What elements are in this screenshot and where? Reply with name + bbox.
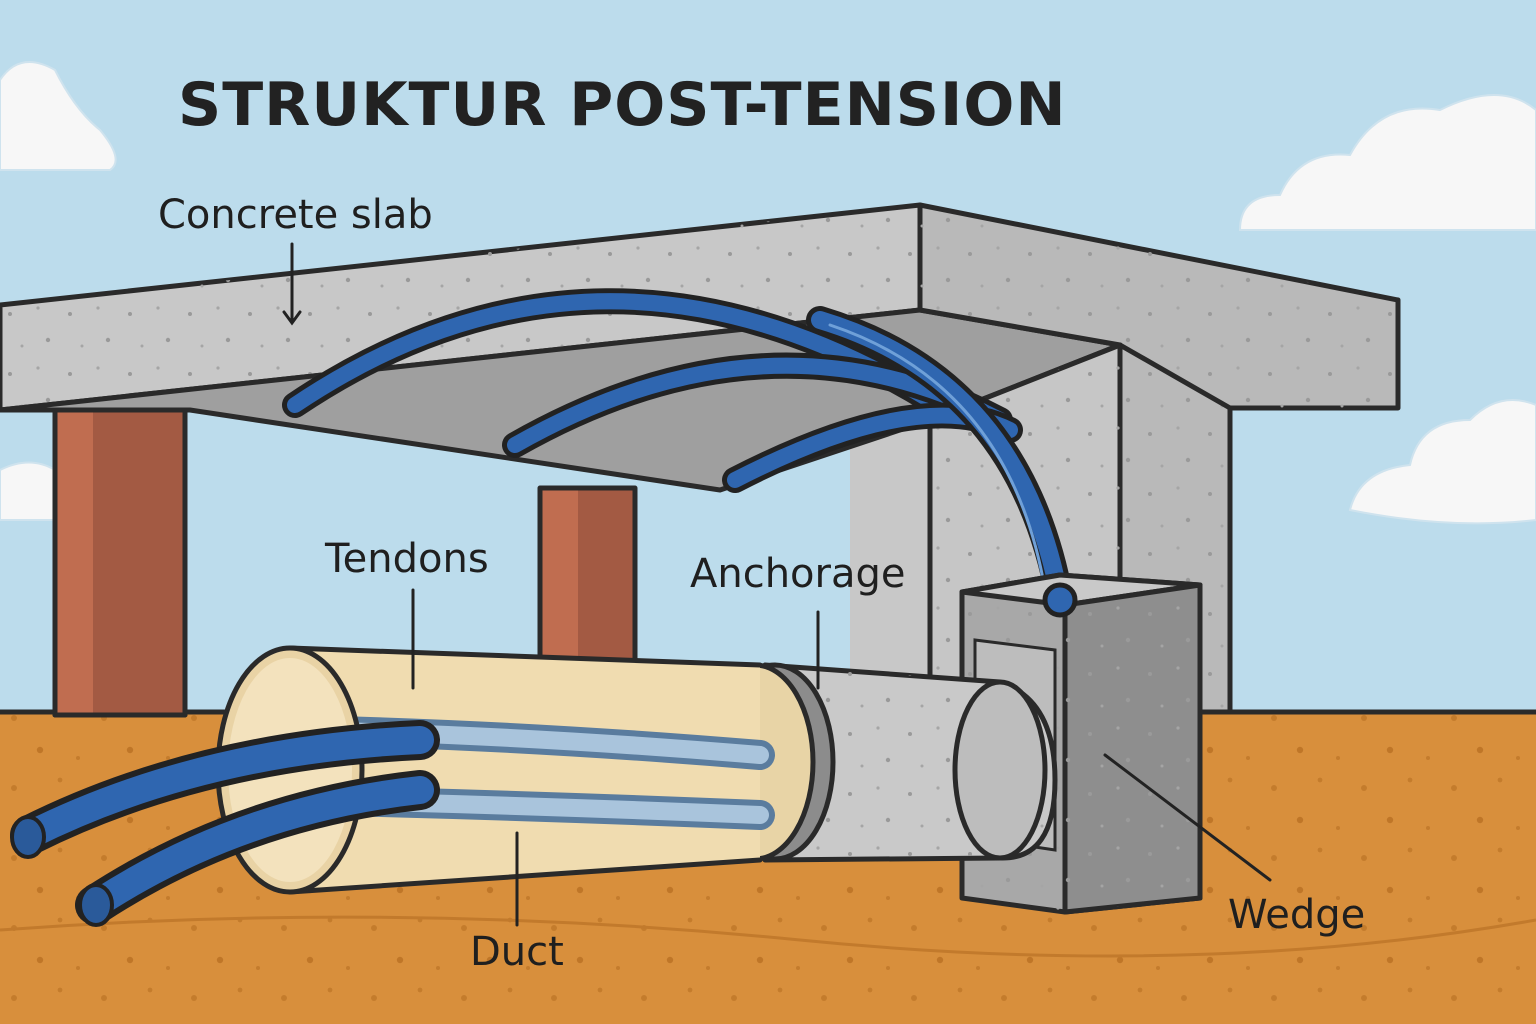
cloud-right-top [1238,94,1536,231]
label-wedge: Wedge [1228,892,1365,938]
label-anchorage: Anchorage [690,551,906,597]
concrete-slab-arrowhead [282,310,302,326]
exposed-tendons [10,720,440,927]
leader-lines [282,242,1272,927]
cloud-left-low [0,461,56,521]
wedge-leader [1103,753,1272,882]
label-duct: Duct [470,929,564,975]
slab-tendons [282,288,1074,614]
label-concrete-slab: Concrete slab [158,192,433,238]
column-left [52,407,188,718]
label-tendons: Tendons [324,536,489,582]
cloud-left [0,61,117,171]
cloud-right-bottom [1348,399,1536,525]
page-title: STRUKTUR POST-TENSION [178,70,1067,140]
